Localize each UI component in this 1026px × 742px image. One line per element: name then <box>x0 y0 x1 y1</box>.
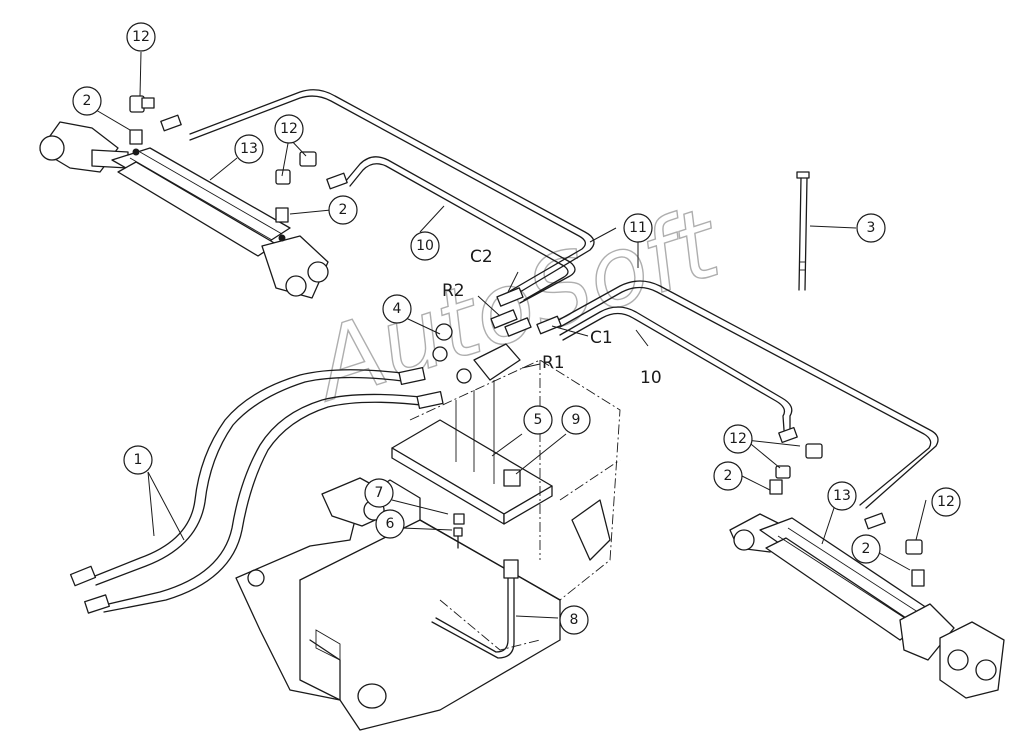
frame-boom <box>235 359 621 731</box>
port-label-10-lower: 10 <box>640 368 662 388</box>
fittings-left-cylinder <box>129 95 348 223</box>
fittings-right-cylinder <box>769 426 925 587</box>
svg-text:2: 2 <box>339 202 348 218</box>
hose-assembly-1 <box>69 366 444 614</box>
svg-text:3: 3 <box>867 220 876 236</box>
callout-2-top-left: 2 <box>72 86 102 116</box>
svg-text:10: 10 <box>416 238 434 254</box>
svg-text:7: 7 <box>375 485 384 501</box>
svg-text:12: 12 <box>937 494 955 510</box>
callout-4: 4 <box>382 294 412 324</box>
port-label-c2: C2 <box>470 247 493 267</box>
callout-12-top-left: 12 <box>126 22 156 52</box>
hydraulic-line-11 <box>189 89 939 509</box>
svg-text:5: 5 <box>534 412 543 428</box>
callout-9: 9 <box>561 405 591 435</box>
hydraulic-cylinder-right <box>729 513 1005 699</box>
valve-fittings-center <box>432 287 562 384</box>
callout-13-left: 13 <box>234 134 264 164</box>
watermark-text: AutoSoft <box>297 186 734 423</box>
hydraulic-line-10-upper <box>344 156 576 304</box>
svg-text:12: 12 <box>729 431 747 447</box>
port-label-r2: R2 <box>442 281 465 301</box>
callout-2-left-mid: 2 <box>328 195 358 225</box>
callout-7: 7 <box>364 478 394 508</box>
callout-13-right: 13 <box>827 481 857 511</box>
u-bolt <box>431 559 519 659</box>
hardware-bolt-nut <box>453 513 465 549</box>
callout-12-right-upper: 12 <box>723 424 753 454</box>
svg-text:6: 6 <box>386 516 395 532</box>
port-label-r1: R1 <box>542 353 565 373</box>
svg-text:2: 2 <box>83 93 92 109</box>
svg-text:1: 1 <box>134 452 143 468</box>
svg-text:2: 2 <box>724 468 733 484</box>
svg-text:2: 2 <box>862 541 871 557</box>
hydraulic-line-10-lower <box>559 306 793 431</box>
svg-text:8: 8 <box>570 612 579 628</box>
svg-text:4: 4 <box>393 301 402 317</box>
callout-10-upper: 10 <box>410 231 440 261</box>
svg-text:12: 12 <box>280 121 298 137</box>
port-label-c1: C1 <box>590 328 613 348</box>
callout-11: 11 <box>623 213 653 243</box>
svg-text:9: 9 <box>572 412 581 428</box>
callout-12-right-lower: 12 <box>931 487 961 517</box>
svg-text:13: 13 <box>240 141 258 157</box>
pin-3 <box>796 171 810 291</box>
callout-8: 8 <box>559 605 589 635</box>
callout-12-left-mid: 12 <box>274 114 304 144</box>
callout-6: 6 <box>375 509 405 539</box>
svg-text:11: 11 <box>629 220 647 236</box>
callout-5: 5 <box>523 405 553 435</box>
hydraulic-cylinder-left <box>39 121 329 299</box>
callout-2-right-lower: 2 <box>851 534 881 564</box>
callout-1: 1 <box>123 445 153 475</box>
svg-text:13: 13 <box>833 488 851 504</box>
svg-text:12: 12 <box>132 29 150 45</box>
callout-2-right-upper: 2 <box>713 461 743 491</box>
callout-3: 3 <box>856 213 886 243</box>
mounting-plate <box>391 380 553 525</box>
